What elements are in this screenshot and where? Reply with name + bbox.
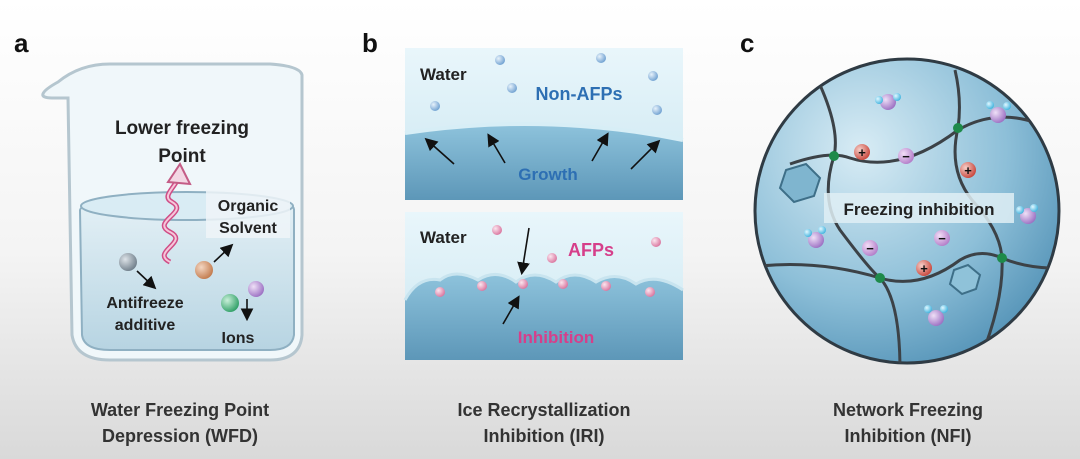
crosslink-node-icon (829, 151, 839, 161)
afps-label: AFPs (568, 240, 614, 260)
water-molecule-icon (804, 226, 826, 248)
cation-icon (960, 162, 976, 178)
up-arrow-icon (166, 162, 192, 186)
non-afp-box: Water Non-AFPs Growth (404, 48, 684, 200)
anion-sign: − (938, 231, 946, 246)
caption-b-line1: Ice Recrystallization (457, 400, 630, 420)
water-molecule-icon (924, 305, 948, 326)
cation-sign: + (858, 145, 866, 160)
caption-c-line2: Inhibition (NFI) (845, 426, 972, 446)
panel-c: c (740, 28, 1061, 446)
ion-green-icon (221, 294, 239, 312)
ice-crystal-icon (948, 263, 982, 296)
organic-solvent-label-line1: Organic (218, 198, 279, 215)
freezing-inhibition-label: Freezing inhibition (843, 200, 994, 219)
ice-layer-top (405, 124, 683, 200)
non-afps-label: Non-AFPs (536, 84, 623, 104)
antifreeze-label-line2: additive (115, 317, 176, 334)
polymer-network: + + + − − − (759, 69, 1059, 363)
inhibition-label: Inhibition (518, 328, 594, 347)
additive-molecule-icon (119, 253, 137, 271)
panel-b-letter: b (362, 28, 378, 58)
cation-sign: + (964, 163, 972, 178)
anion-icon (862, 240, 878, 256)
afp-box: Water AFPs Inhibition (403, 212, 684, 360)
anion-icon (934, 230, 950, 246)
cation-sign: + (920, 261, 928, 276)
panel-c-letter: c (740, 28, 754, 58)
solvent-molecule-icon (195, 261, 213, 279)
cation-icon (916, 260, 932, 276)
ice-crystal-icon (778, 162, 822, 204)
water-molecule-icon (875, 93, 901, 110)
ions-label: Ions (222, 330, 255, 347)
lower-freezing-title-line2: Point (158, 146, 206, 167)
anion-sign: − (902, 149, 910, 164)
crosslink-node-icon (953, 123, 963, 133)
water-molecule-icon (1016, 204, 1038, 224)
water-label-top: Water (420, 65, 467, 84)
caption-c-line1: Network Freezing (833, 400, 983, 420)
anion-sign: − (866, 241, 874, 256)
panel-b: b Water Non-AFPs Growth (362, 28, 684, 446)
caption-a-line1: Water Freezing Point (91, 400, 269, 420)
panel-a-letter: a (14, 28, 29, 58)
lower-freezing-title-line1: Lower freezing (115, 118, 249, 139)
crosslink-node-icon (875, 273, 885, 283)
caption-b-line2: Inhibition (IRI) (484, 426, 605, 446)
ice-layer-bottom (405, 274, 683, 360)
water-label-bottom: Water (420, 228, 467, 247)
organic-solvent-label-line2: Solvent (219, 220, 277, 237)
anion-icon (898, 148, 914, 164)
water-molecule-icon (986, 101, 1011, 123)
caption-a-line2: Depression (WFD) (102, 426, 258, 446)
growth-label: Growth (518, 165, 578, 184)
crosslink-node-icon (997, 253, 1007, 263)
antifreeze-label-line1: Antifreeze (106, 295, 183, 312)
cation-icon (854, 144, 870, 160)
panel-a: a Lower freezing Point Organic Solvent A… (14, 28, 304, 446)
ion-purple-icon (248, 281, 264, 297)
